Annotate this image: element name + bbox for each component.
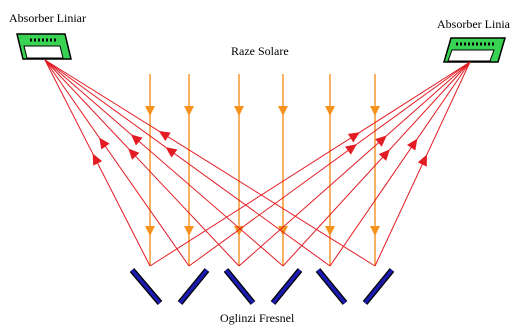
reflected-ray-arrowhead: [378, 149, 390, 161]
absorber-right-label: Absorber Linia: [437, 17, 511, 31]
reflected-ray: [374, 61, 471, 267]
solar-ray: [145, 74, 155, 266]
fresnel-mirror: [270, 268, 303, 305]
solar-ray-arrowhead: [234, 106, 244, 116]
reflected-ray: [188, 61, 471, 267]
reflected-ray: [44, 59, 284, 267]
fresnel-mirror: [223, 268, 256, 305]
solar-ray-arrowhead: [145, 106, 155, 116]
solar-ray-arrowhead: [325, 106, 335, 116]
fresnel-mirror: [177, 268, 210, 305]
reflected-ray-arrowhead: [344, 144, 357, 155]
solar-ray-arrowhead: [370, 106, 380, 116]
solar-ray-arrowhead: [278, 106, 288, 116]
reflected-ray-arrowhead: [92, 153, 103, 166]
absorber-right: [443, 37, 506, 63]
reflected-ray: [44, 59, 190, 267]
solar-ray-arrowhead: [145, 226, 155, 236]
reflected-ray: [44, 59, 151, 267]
reflected-ray-arrowhead: [375, 135, 387, 147]
reflected-ray: [44, 59, 240, 267]
reflected-ray: [44, 59, 331, 267]
reflected-ray: [149, 61, 471, 267]
solar-ray: [325, 74, 335, 266]
reflected-ray-arrowhead: [417, 154, 427, 167]
reflected-ray-arrowhead: [347, 132, 360, 143]
fresnel-mirror: [129, 268, 163, 305]
fresnel-mirror: [315, 268, 348, 305]
solar-rays: [145, 74, 380, 266]
reflected-ray: [44, 59, 376, 267]
solar-ray: [278, 74, 288, 266]
reflected-rays: [44, 59, 471, 267]
reflected-ray: [329, 61, 471, 267]
reflected-ray: [282, 61, 471, 267]
mirrors-label: Oglinzi Fresnel: [220, 311, 295, 325]
reflected-ray-arrowhead: [407, 138, 418, 151]
solar-ray-arrowhead: [370, 226, 380, 236]
fresnel-mirror: [362, 268, 395, 305]
solar-rays-label: Raze Solare: [231, 44, 289, 58]
reflected-ray-arrowhead: [158, 130, 171, 142]
reflected-ray-arrowhead: [130, 134, 143, 146]
solar-ray-arrowhead: [184, 226, 194, 236]
reflected-ray-arrowhead: [128, 148, 140, 160]
solar-ray: [234, 74, 244, 266]
absorber-left-label: Absorber Liniar: [9, 11, 86, 25]
absorber-left: [16, 33, 72, 60]
solar-ray-arrowhead: [184, 106, 194, 116]
mirrors: [129, 268, 395, 305]
solar-ray: [184, 74, 194, 266]
reflected-ray-arrowhead: [99, 137, 110, 150]
solar-ray: [370, 74, 380, 266]
reflected-ray: [238, 61, 471, 267]
solar-ray-arrowhead: [278, 226, 288, 236]
solar-ray-arrowhead: [325, 226, 335, 236]
reflected-ray-arrowhead: [165, 147, 178, 158]
